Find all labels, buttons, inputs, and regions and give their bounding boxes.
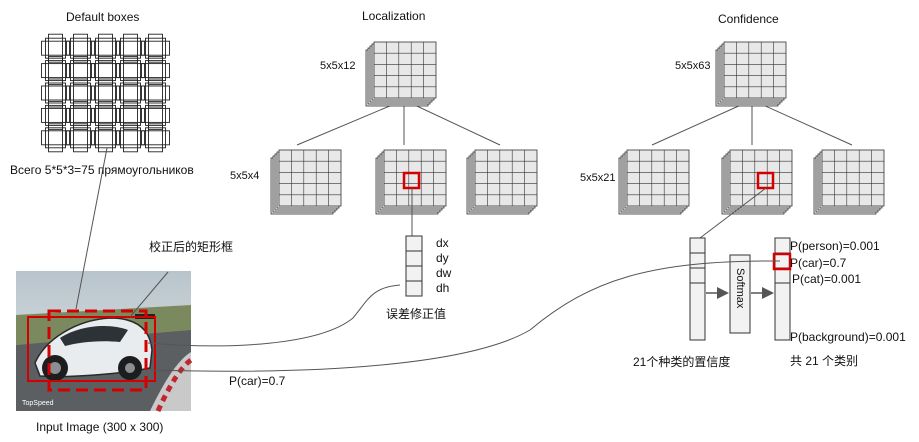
confidence-right-stack [813,149,885,215]
default-boxes-title: Default boxes [66,10,140,24]
confidence-left-stack [618,149,690,215]
localization-top-stack [365,41,437,107]
conf-21-label: 21个种类的置信度 [633,355,731,369]
default-box-dashed [47,309,148,392]
input-image-label: Input Image (300 x 300) [36,420,164,434]
class-probability-vector [774,237,791,341]
loc-top-size-label: 5x5x12 [320,60,356,72]
corrected-box-label: 校正后的矩形框 [149,240,234,254]
confidence-title: Confidence [718,12,779,26]
total-classes-label: 共 21 个类别 [790,354,859,368]
localization-right-stack [466,149,538,215]
loc-mid-size-label: 5x5x4 [230,170,260,182]
offset-dy: dy [436,251,449,265]
localization-middle-stack [375,149,447,215]
offset-dx: dx [436,236,449,250]
image-watermark: TopSpeed [22,400,54,407]
confidence-tree-lines [651,99,853,146]
car-probability-highlight [772,252,792,271]
conf-to-vector-line [699,187,767,239]
corrected-box [27,316,156,382]
connector-lines [75,147,781,372]
localization-title: Localization [362,9,426,23]
localization-left-stack [270,149,342,215]
confidence-top-stack [715,41,787,107]
conf-mid-size-label: 5x5x21 [580,172,616,184]
softmax-box [729,254,751,334]
offset-vector [405,235,423,297]
offset-dh: dh [436,281,450,295]
offset-dw: dw [436,266,452,280]
prob-background: P(background)=0.001 [790,330,906,344]
default-boxes-grid [41,33,170,153]
error-correction-label: 误差修正值 [386,307,447,321]
confidence-vector [689,237,706,341]
localization-tree-lines [296,99,501,146]
box-count-label: Всего 5*5*3=75 прямоугольников [10,163,194,177]
softmax-label: Softmax [734,268,746,309]
prob-person: P(person)=0.001 [790,239,880,253]
prob-cat: P(cat)=0.001 [792,272,862,286]
prob-car: P(car)=0.7 [790,256,847,270]
conf-top-size-label: 5x5x63 [675,60,711,72]
p-car-image-label: P(car)=0.7 [229,374,286,388]
